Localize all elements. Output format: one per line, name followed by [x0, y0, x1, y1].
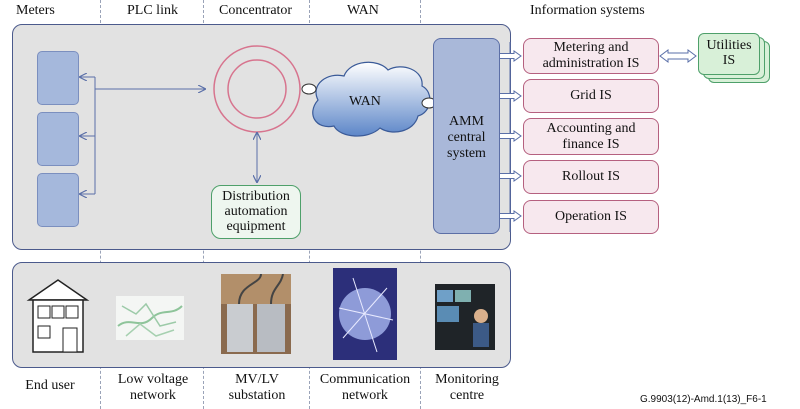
is-box-label: administration IS: [542, 56, 640, 71]
is-box-label: Operation IS: [555, 209, 627, 224]
concentrator-ring: [213, 45, 301, 133]
footer-end-user: End user: [4, 378, 96, 394]
da-line-3: equipment: [226, 219, 286, 234]
is-box-label: Grid IS: [570, 88, 612, 103]
is-box-rollout: Rollout IS: [523, 160, 659, 194]
footer-line: substation: [228, 388, 286, 403]
is-box-accounting: Accounting and finance IS: [523, 118, 659, 155]
house-image: [25, 274, 91, 354]
is-box-label: Accounting and: [546, 120, 636, 136]
amm-line-1: AMM: [448, 114, 484, 129]
footer-line: MV/LV: [235, 372, 279, 387]
is-box-label: finance IS: [562, 136, 620, 152]
footer-line: Communication: [319, 372, 411, 387]
footer-monitoring: Monitoring centre: [424, 372, 510, 404]
wan-cloud-label: WAN: [349, 94, 381, 109]
substation-image: [221, 274, 291, 354]
meter: [37, 51, 79, 105]
footer-line: Monitoring: [435, 372, 499, 387]
is-box-label: Metering and: [553, 40, 629, 55]
communication-network-image: [333, 268, 397, 360]
amm-central-system: AMM central system: [433, 38, 500, 234]
footer-substation: MV/LV substation: [208, 372, 306, 404]
footer-line: centre: [449, 388, 485, 403]
header-information-systems: Information systems: [530, 3, 645, 18]
header-wan: WAN: [347, 3, 379, 18]
header-plc-link: PLC link: [127, 3, 178, 18]
low-voltage-map-image: [116, 296, 184, 340]
utilities-is-line-2: IS: [722, 53, 736, 68]
header-concentrator: Concentrator: [219, 3, 293, 18]
is-box-grid: Grid IS: [523, 79, 659, 113]
da-line-2: automation: [224, 204, 288, 219]
header-meters: Meters: [16, 3, 55, 18]
meter: [37, 173, 79, 227]
footer-communication: Communication network: [311, 372, 419, 404]
is-box-operation: Operation IS: [523, 200, 659, 234]
meter: [37, 112, 79, 166]
footer-line: End user: [25, 378, 75, 393]
monitoring-centre-image: [435, 284, 495, 350]
figure-id: G.9903(12)-Amd.1(13)_F6-1: [640, 394, 767, 405]
is-box-label: Rollout IS: [562, 169, 620, 184]
amm-line-2: central: [447, 130, 486, 145]
utilities-is-line-1: Utilities: [706, 38, 752, 53]
da-line-1: Distribution: [222, 189, 290, 204]
footer-line: Low voltage: [117, 372, 189, 387]
footer-line: network: [342, 388, 388, 403]
footer-line: network: [130, 388, 176, 403]
utilities-is-box: Utilities IS: [698, 33, 760, 75]
distribution-automation-box: Distribution automation equipment: [211, 185, 301, 239]
amm-line-3: system: [447, 146, 486, 161]
footer-low-voltage: Low voltage network: [104, 372, 202, 404]
is-box-metering: Metering and administration IS: [523, 38, 659, 74]
